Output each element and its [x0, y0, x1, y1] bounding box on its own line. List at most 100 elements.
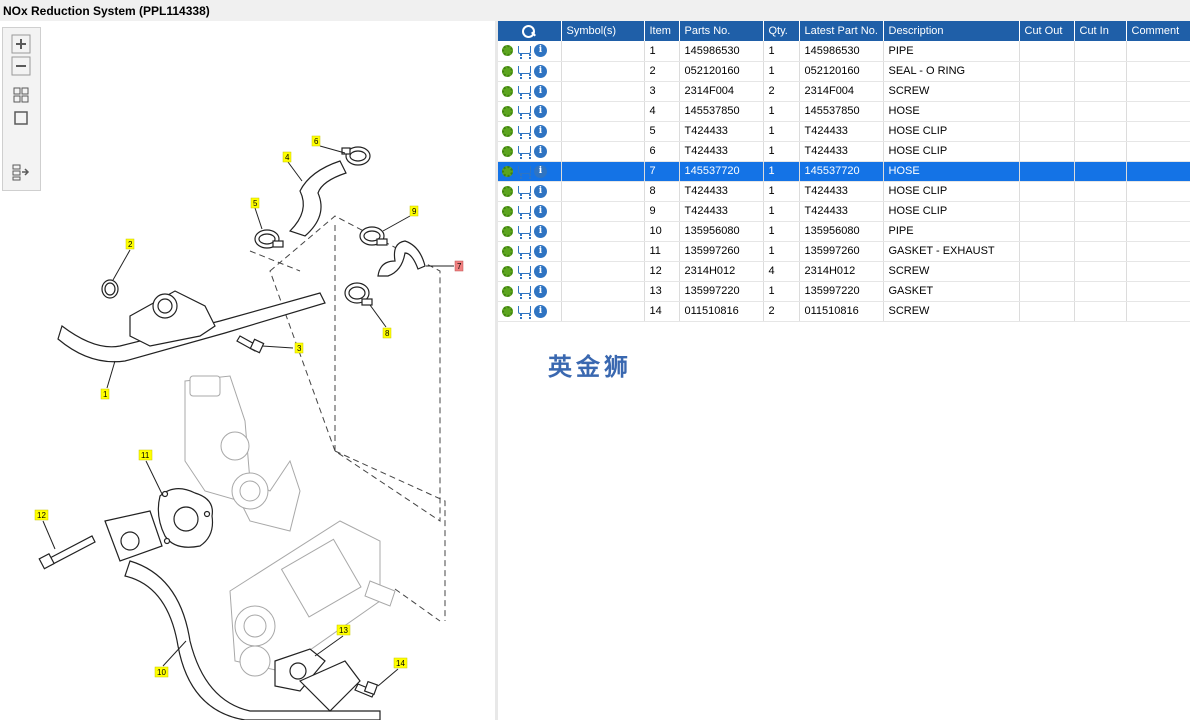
zoom-in-icon[interactable]	[11, 34, 31, 54]
callout-9[interactable]: 9	[409, 205, 419, 217]
search-icon[interactable]	[521, 24, 537, 38]
pane-splitter[interactable]	[495, 21, 498, 720]
gear-icon[interactable]	[502, 185, 513, 197]
part-9-hose-clip[interactable]	[359, 226, 388, 246]
gear-icon[interactable]	[502, 305, 513, 317]
column-header-item[interactable]: Item	[644, 21, 680, 41]
cart-icon[interactable]	[516, 145, 531, 157]
cart-icon[interactable]	[516, 185, 531, 197]
cart-icon[interactable]	[516, 45, 531, 57]
column-header-latest-part-no[interactable]: Latest Part No.	[799, 21, 884, 41]
info-icon[interactable]: i	[534, 124, 547, 138]
cart-icon[interactable]	[516, 105, 531, 117]
part-13-gasket[interactable]	[274, 648, 326, 692]
cart-icon[interactable]	[516, 65, 531, 77]
info-icon[interactable]: i	[534, 164, 547, 178]
column-header-actions[interactable]	[498, 21, 562, 41]
column-header-cut-out[interactable]: Cut Out	[1019, 21, 1075, 41]
callout-3[interactable]: 3	[294, 342, 304, 354]
callout-1[interactable]: 1	[100, 388, 110, 400]
callout-11[interactable]: 11	[138, 449, 153, 461]
gear-icon[interactable]	[502, 285, 513, 297]
callout-2[interactable]: 2	[125, 238, 135, 250]
fit-all-icon[interactable]	[11, 85, 31, 105]
gear-icon[interactable]	[502, 85, 513, 97]
gear-icon[interactable]	[502, 145, 513, 157]
cart-icon[interactable]	[516, 225, 531, 237]
exploded-parts-diagram[interactable]: 1 2 3 4 5 6 7 8 9 10 11 12 13 14	[0, 21, 495, 720]
info-icon[interactable]: i	[534, 284, 547, 298]
callout-13[interactable]: 13	[336, 624, 351, 636]
part-12-screw[interactable]	[38, 535, 96, 570]
gear-icon[interactable]	[502, 245, 513, 257]
part-7-hose[interactable]	[377, 240, 426, 277]
cart-icon[interactable]	[516, 285, 531, 297]
column-header-comment[interactable]: Comment	[1126, 21, 1190, 41]
callout-14[interactable]: 14	[393, 657, 408, 669]
info-icon[interactable]: i	[534, 264, 547, 278]
gear-icon[interactable]	[502, 125, 513, 137]
gear-icon[interactable]	[502, 45, 513, 57]
callout-12[interactable]: 12	[34, 509, 49, 521]
gear-icon[interactable]	[502, 105, 513, 117]
part-3-screw[interactable]	[236, 335, 265, 354]
part-14-screw[interactable]	[298, 660, 379, 712]
part-6-hose-clip[interactable]	[341, 146, 371, 166]
cart-icon[interactable]	[516, 205, 531, 217]
callout-10[interactable]: 10	[154, 666, 169, 678]
cart-icon[interactable]	[516, 125, 531, 137]
cart-icon[interactable]	[516, 85, 531, 97]
callout-8[interactable]: 8	[382, 327, 392, 339]
info-icon[interactable]: i	[534, 84, 547, 98]
part-11-gasket-exhaust[interactable]	[157, 488, 214, 548]
cart-icon[interactable]	[516, 245, 531, 257]
info-icon[interactable]: i	[534, 244, 547, 258]
info-icon[interactable]: i	[534, 44, 547, 58]
gear-icon[interactable]	[502, 165, 513, 177]
cart-icon[interactable]	[516, 305, 531, 317]
cart-icon[interactable]	[516, 165, 531, 177]
part-8-hose-clip[interactable]	[344, 282, 373, 306]
info-icon[interactable]: i	[534, 184, 547, 198]
callout-7[interactable]: 7	[454, 260, 464, 272]
gear-icon[interactable]	[502, 265, 513, 277]
info-icon[interactable]: i	[534, 224, 547, 238]
cart-icon[interactable]	[516, 265, 531, 277]
gear-icon[interactable]	[502, 65, 513, 77]
info-icon[interactable]: i	[534, 64, 547, 78]
part-4-hose[interactable]	[288, 160, 347, 237]
column-header-cut-in[interactable]: Cut In	[1074, 21, 1127, 41]
export-icon[interactable]	[11, 162, 31, 182]
callout-5[interactable]: 5	[250, 197, 260, 209]
column-header-parts-no[interactable]: Parts No.	[679, 21, 764, 41]
column-header-qty[interactable]: Qty.	[763, 21, 800, 41]
gear-icon[interactable]	[502, 205, 513, 217]
column-header-symbols[interactable]: Symbol(s)	[561, 21, 645, 41]
callout-6[interactable]: 6	[311, 135, 321, 147]
part-1-pipe[interactable]	[57, 290, 326, 363]
column-header-description[interactable]: Description	[883, 21, 1020, 41]
info-icon[interactable]: i	[534, 104, 547, 118]
info-icon[interactable]: i	[534, 304, 547, 318]
callout-4[interactable]: 4	[282, 151, 292, 163]
info-icon[interactable]: i	[534, 204, 547, 218]
part-5-hose-clip[interactable]	[254, 229, 284, 249]
zoom-out-icon[interactable]	[11, 56, 31, 76]
info-icon[interactable]: i	[534, 144, 547, 158]
part-10-pipe[interactable]	[104, 510, 381, 720]
fit-window-icon[interactable]	[11, 108, 31, 128]
